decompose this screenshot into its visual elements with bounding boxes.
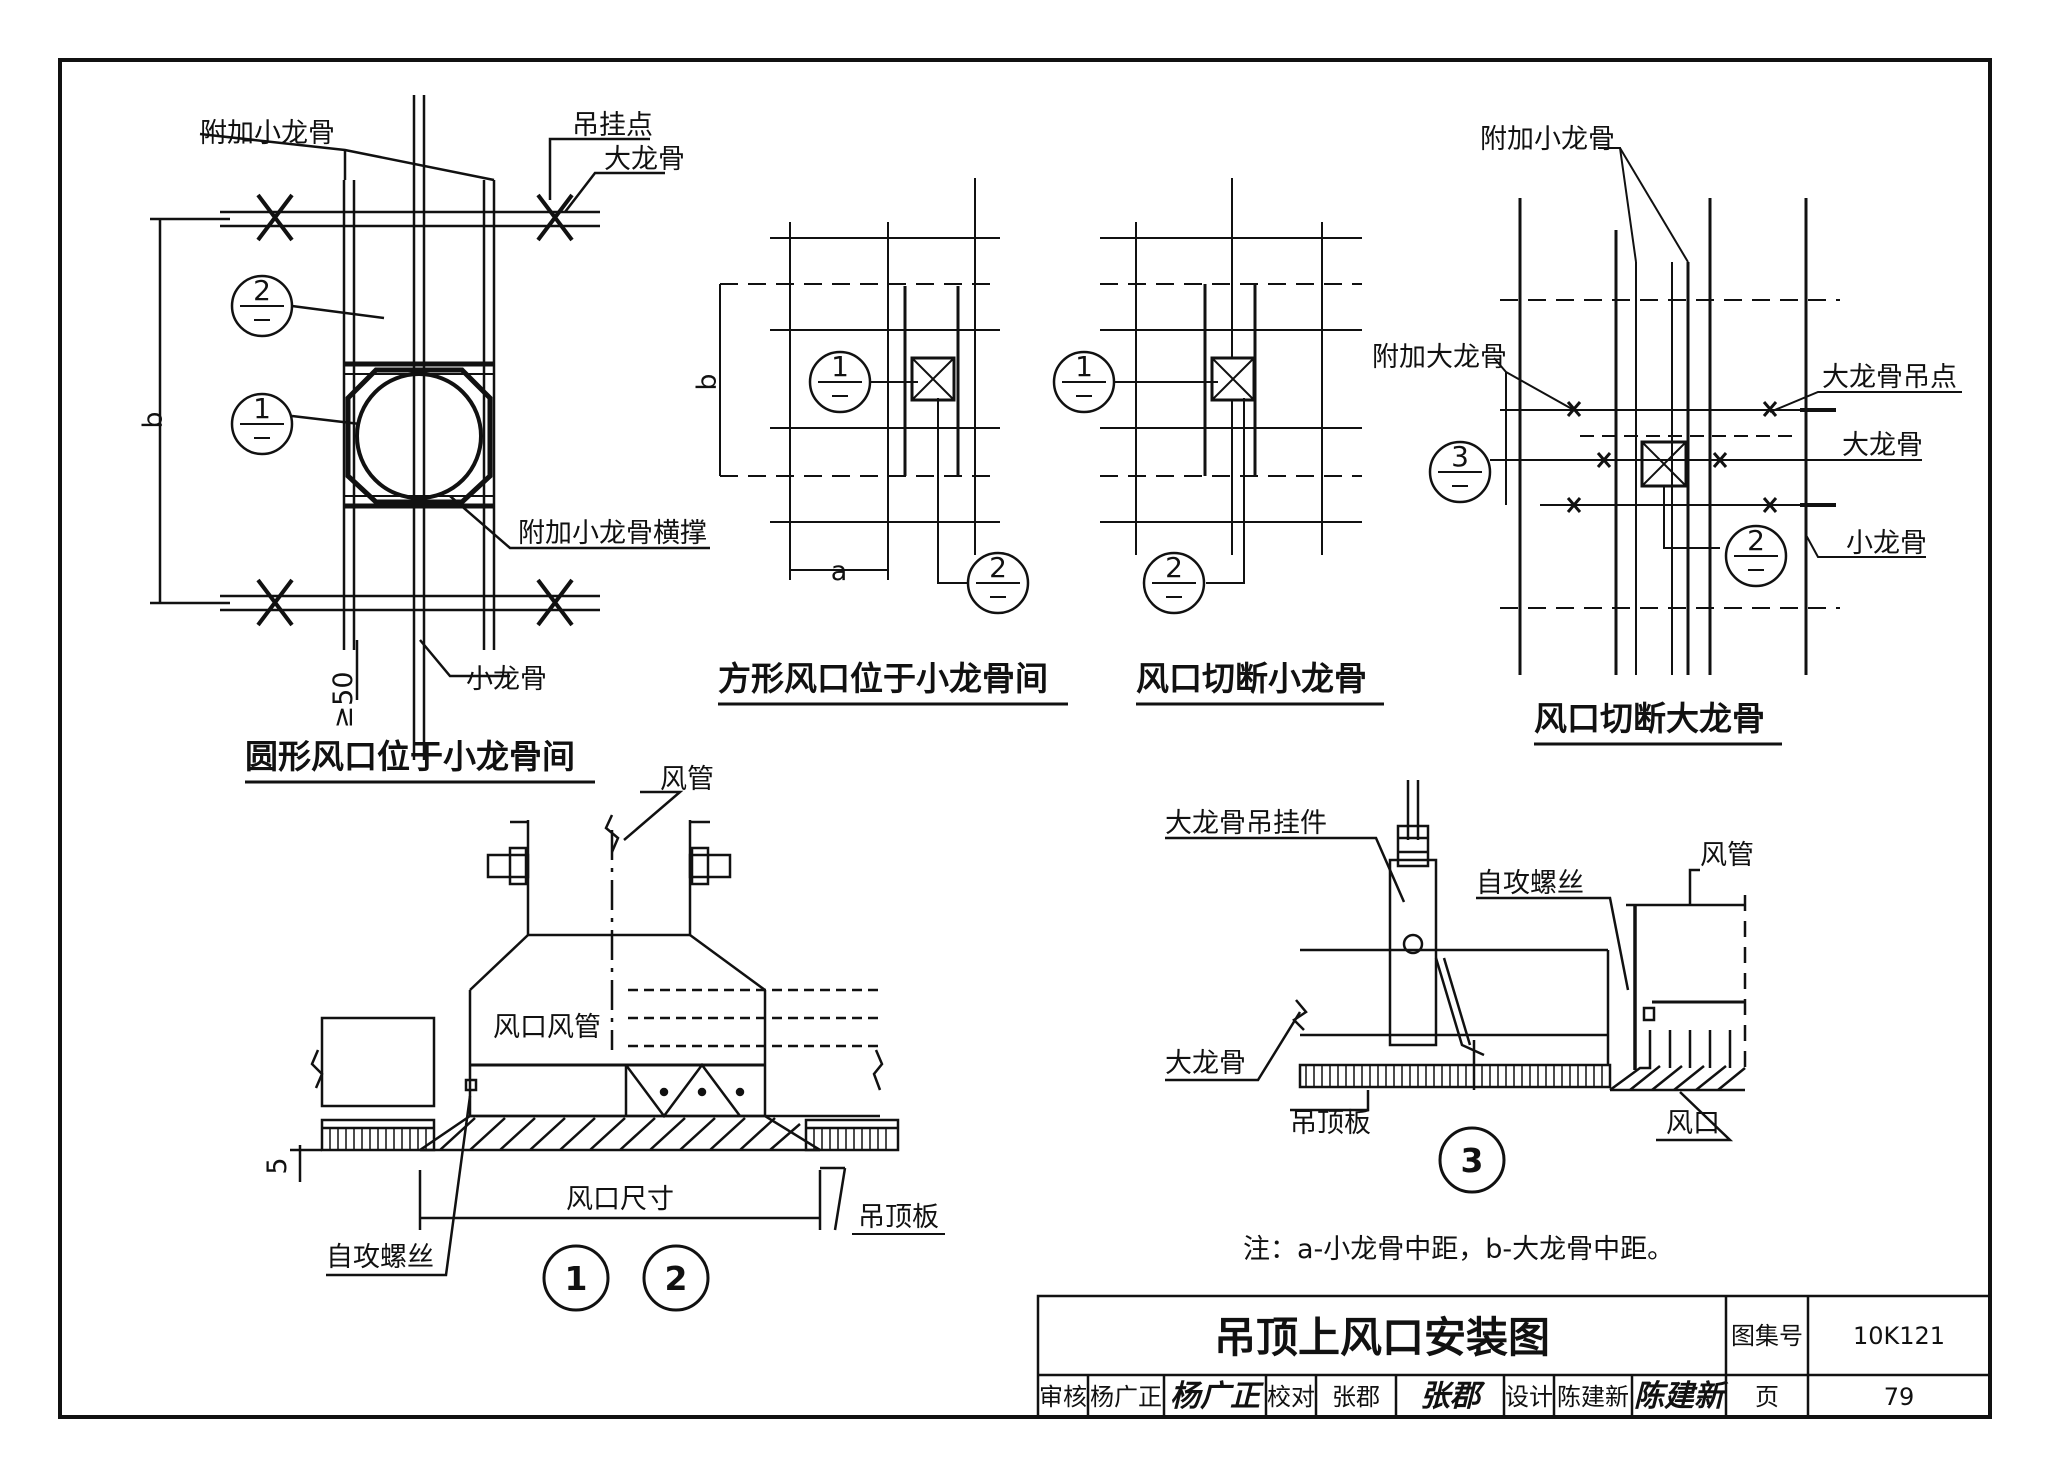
title-block — [1036, 1294, 1992, 1419]
callout-number: 1 — [831, 350, 849, 383]
designer-name: 陈建新 — [1557, 1383, 1629, 1411]
dimension-5: 5 — [262, 1157, 293, 1174]
reviewer-name: 杨广正 — [1090, 1383, 1162, 1411]
callout-number: 2 — [253, 274, 271, 307]
section-mark: 1 — [565, 1259, 588, 1298]
atlas-number-label: 图集号 — [1731, 1322, 1803, 1350]
label-additional-small-keel: 附加小龙骨 — [200, 118, 335, 149]
section-mark: 3 — [1461, 1141, 1484, 1180]
label-additional-small-keel: 附加小龙骨 — [1480, 124, 1615, 155]
check-label: 校对 — [1267, 1383, 1315, 1411]
square-outlet-title: 方形风口位于小龙骨间 — [718, 659, 1048, 698]
square-outlet-view — [719, 178, 1000, 584]
round-outlet-title: 圆形风口位于小龙骨间 — [245, 737, 575, 776]
label-cross-brace: 附加小龙骨横撑 — [518, 518, 707, 549]
callout-number: 1 — [253, 392, 271, 425]
label-ceiling-board: 吊顶板 — [1290, 1108, 1371, 1139]
square-outlet-callouts: 1 2 — [808, 350, 1030, 615]
label-hanging-point: 吊挂点 — [572, 110, 653, 141]
label-outlet-duct: 风口风管 — [493, 1012, 601, 1043]
label-main-keel: 大龙骨 — [1842, 430, 1923, 461]
callout-number: 2 — [989, 551, 1007, 584]
reviewer-signature: 杨广正 — [1170, 1379, 1264, 1414]
checker-signature: 张郡 — [1420, 1379, 1486, 1414]
label-additional-main-keel: 附加大龙骨 — [1372, 342, 1507, 373]
dimension-min-50: ≥50 — [328, 672, 359, 729]
atlas-number: 10K121 — [1853, 1322, 1945, 1350]
dimension-b: b — [138, 411, 169, 428]
cut-main-keel-title: 风口切断大龙骨 — [1534, 699, 1765, 738]
dimension-b: b — [692, 373, 723, 390]
label-outlet: 风口 — [1666, 1108, 1720, 1139]
designer-signature: 陈建新 — [1634, 1379, 1729, 1414]
label-self-tapping-screw: 自攻螺丝 — [326, 1242, 434, 1273]
label-small-keel: 小龙骨 — [1846, 528, 1927, 559]
dimension-a: a — [831, 556, 848, 587]
label-ceiling-board: 吊顶板 — [858, 1202, 939, 1233]
note: 注：a-小龙骨中距，b-大龙骨中距。 — [1243, 1234, 1674, 1265]
label-main-keel: 大龙骨 — [1165, 1048, 1246, 1079]
label-small-keel: 小龙骨 — [466, 664, 547, 695]
callout-number: 2 — [1165, 551, 1183, 584]
sheet-border — [58, 58, 1992, 1419]
cut-main-keel-callouts: 3 2 — [1428, 440, 1788, 588]
label-main-keel-hanger: 大龙骨吊挂件 — [1165, 808, 1327, 839]
review-label: 审核 — [1039, 1383, 1087, 1411]
label-duct: 风管 — [1700, 840, 1754, 871]
drawing-title: 吊顶上风口安装图 — [1214, 1313, 1550, 1362]
label-main-keel-hanging-point: 大龙骨吊点 — [1822, 362, 1957, 393]
section-1-2-marks: 1 2 — [542, 1244, 710, 1312]
cut-small-keel-view — [1100, 178, 1362, 584]
round-outlet-callouts: 2 1 — [230, 274, 294, 456]
page-label: 页 — [1755, 1383, 1779, 1411]
callout-number: 3 — [1451, 440, 1469, 473]
callout-number: 1 — [1075, 350, 1093, 383]
section-3-view — [1165, 780, 1747, 1142]
page-number: 79 — [1884, 1383, 1915, 1411]
section-mark: 2 — [665, 1259, 688, 1298]
checker-name: 张郡 — [1332, 1383, 1380, 1411]
cut-small-keel-title: 风口切断小龙骨 — [1136, 659, 1367, 698]
label-main-keel: 大龙骨 — [604, 144, 685, 175]
label-outlet-size: 风口尺寸 — [566, 1184, 674, 1215]
round-outlet-view — [150, 95, 710, 760]
label-self-tapping-screw: 自攻螺丝 — [1476, 868, 1584, 899]
cut-small-keel-callouts: 1 2 — [1052, 350, 1206, 615]
section-1-2-view — [290, 790, 900, 1277]
design-label: 设计 — [1505, 1383, 1553, 1411]
label-duct: 风管 — [660, 764, 714, 795]
callout-number: 2 — [1747, 524, 1765, 557]
section-3-mark: 3 — [1438, 1126, 1506, 1194]
cut-main-keel-view — [1490, 147, 1962, 675]
